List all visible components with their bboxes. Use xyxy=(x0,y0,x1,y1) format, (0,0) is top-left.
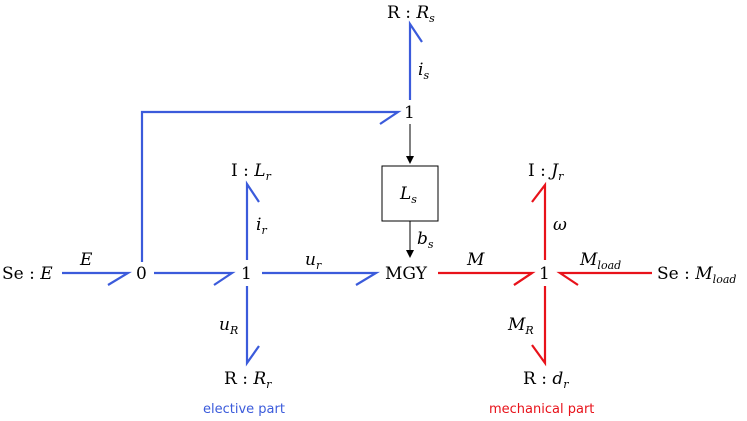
node-source-mload: Se : Mload xyxy=(657,264,736,286)
node-junction-1-right: 1 xyxy=(539,264,550,284)
bond-omega xyxy=(531,181,547,260)
bond-m-stub xyxy=(513,272,533,286)
bond-label-is: is xyxy=(418,60,429,82)
node-resistor-rs: R : Rs xyxy=(387,3,435,25)
ls-block xyxy=(381,165,439,222)
node-junction-1-left: 1 xyxy=(241,264,252,284)
bond-ir xyxy=(245,180,260,260)
node-source-e: Se : E xyxy=(2,264,53,284)
arrow-head-ls xyxy=(406,156,414,164)
signal-arrows xyxy=(381,124,439,258)
bond-mR xyxy=(531,286,547,367)
bond-label-mR: MR xyxy=(507,315,534,337)
bond-label-e: E xyxy=(79,250,93,270)
bond-label-ur: ur xyxy=(305,250,322,272)
bond-mload xyxy=(556,271,652,286)
bond-label-omega: ω xyxy=(553,215,567,235)
node-junction-0: 0 xyxy=(136,264,147,284)
electrical-bonds xyxy=(62,20,423,367)
bond-label-ir: ir xyxy=(256,215,267,237)
bond-ur xyxy=(262,271,380,286)
bond-e xyxy=(62,271,132,286)
node-junction-1-top: 1 xyxy=(404,103,415,123)
mechanical-bonds xyxy=(438,181,652,367)
bond-labels: E is ir ur uR bs M ω Mload MR xyxy=(79,60,621,337)
node-inductor-lr: I : Lr xyxy=(231,161,272,183)
bond-label-m: M xyxy=(466,250,485,270)
node-mgy: MGY xyxy=(385,264,428,284)
caption-electrical: elective part xyxy=(203,402,285,417)
arrow-head-mgy xyxy=(406,250,414,258)
caption-mechanical: mechanical part xyxy=(489,402,594,417)
node-damper-dr: R : dr xyxy=(523,369,569,391)
bond-label-bs: bs xyxy=(417,229,434,251)
bond-uR xyxy=(245,286,260,367)
bond-label-mload: Mload xyxy=(579,250,621,272)
node-resistor-rr: R : Rr xyxy=(224,369,272,391)
bond-0-to-1-top xyxy=(140,110,402,262)
node-inertia-jr: I : Jr xyxy=(528,161,564,183)
bond-0-to-1 xyxy=(154,271,236,286)
node-block-ls: Ls xyxy=(399,184,417,206)
node-labels: Se : E 0 1 1 R : Rs I : Lr R : Rr Ls MGY… xyxy=(2,3,736,391)
bond-label-uR: uR xyxy=(219,315,238,337)
bond-is xyxy=(408,20,423,100)
